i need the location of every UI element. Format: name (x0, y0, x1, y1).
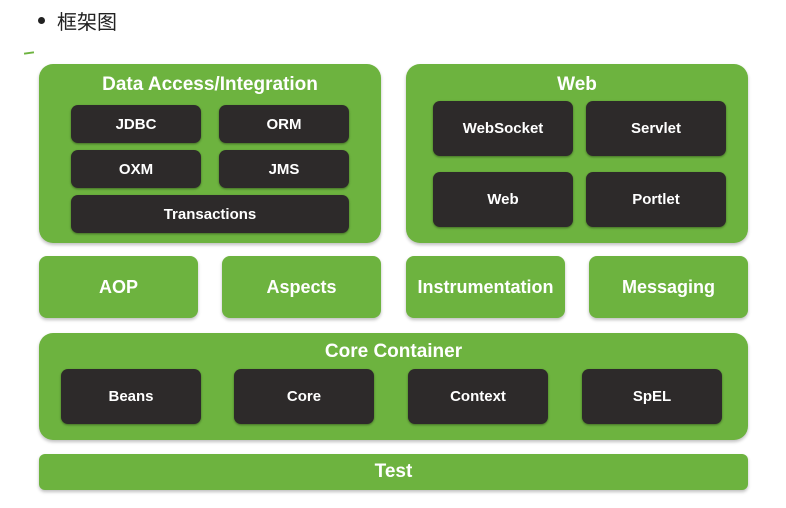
module-aop: AOP (39, 256, 198, 318)
module-transactions: Transactions (71, 195, 349, 233)
module-jms: JMS (219, 150, 349, 188)
bullet-list-item: 框架图 (38, 6, 117, 34)
core-container-title: Core Container (324, 341, 463, 362)
data-access-group: Data Access/Integration JDBC ORM OXM JMS… (39, 64, 381, 243)
module-oxm: OXM (71, 150, 201, 188)
module-aspects: Aspects (222, 256, 381, 318)
module-spel: SpEL (582, 369, 722, 424)
module-jdbc: JDBC (71, 105, 201, 143)
core-container-group: Core Container Beans Core Context SpEL (39, 333, 748, 440)
module-context: Context (408, 369, 548, 424)
module-beans: Beans (61, 369, 201, 424)
data-access-title: Data Access/Integration (102, 74, 318, 95)
web-group: Web WebSocket Servlet Web Portlet (406, 64, 748, 243)
module-messaging: Messaging (589, 256, 748, 318)
module-web: Web (433, 172, 573, 227)
module-core: Core (234, 369, 374, 424)
module-websocket: WebSocket (433, 101, 573, 156)
module-test: Test (39, 454, 748, 490)
decorative-mark (23, 51, 35, 55)
module-portlet: Portlet (586, 172, 726, 227)
bullet-text: 框架图 (57, 9, 117, 34)
module-orm: ORM (219, 105, 349, 143)
bullet-dot-icon (38, 16, 45, 24)
web-title: Web (557, 74, 597, 95)
module-instrumentation: Instrumentation (406, 256, 565, 318)
module-servlet: Servlet (586, 101, 726, 156)
